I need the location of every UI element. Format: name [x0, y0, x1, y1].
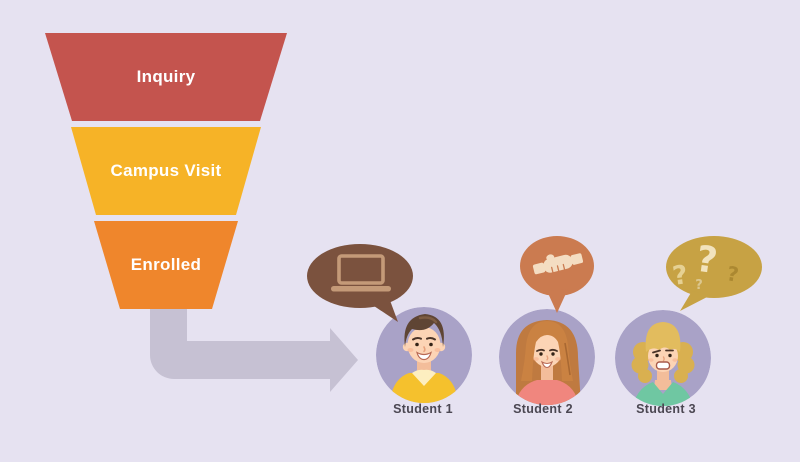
- boy-hair-streak: [418, 316, 438, 324]
- boy-eye: [429, 342, 433, 347]
- girl3-chest: [654, 380, 672, 390]
- bubble-tail: [368, 295, 398, 322]
- handshake-icon: [532, 253, 584, 275]
- girl2-eye: [551, 352, 555, 356]
- boy-blush: [434, 348, 441, 352]
- bubble-body: [666, 236, 762, 298]
- girl3-nose: [662, 356, 665, 362]
- funnel-stage-enrolled-shape: [94, 221, 238, 309]
- avatar-student-3: [615, 310, 711, 406]
- girl2-top: [515, 380, 579, 405]
- boy-eye: [415, 342, 419, 347]
- girl2-eye: [539, 352, 543, 356]
- question-mark: ?: [671, 260, 690, 292]
- funnel-diagram: [45, 33, 287, 309]
- girl3-blush: [648, 358, 654, 362]
- laptop-icon: [331, 254, 391, 292]
- speech-bubble-student-1: [307, 244, 413, 322]
- boy-eyebrow: [426, 337, 436, 341]
- girl2-hair-front: [521, 321, 573, 381]
- avatar-student-1: [376, 307, 472, 403]
- boy-face: [407, 327, 441, 363]
- girl2-eyebrow: [549, 348, 558, 352]
- girl2-nose: [546, 355, 549, 361]
- flow-arrow: [150, 308, 358, 392]
- girl2-blush: [533, 357, 539, 361]
- bubble-tail: [680, 291, 711, 311]
- boy-smile: [416, 351, 432, 361]
- boy-hair: [404, 314, 444, 347]
- girl2-eyebrow: [536, 348, 545, 352]
- question-mark: ?: [725, 261, 741, 287]
- girl2-smile: [540, 360, 554, 369]
- girl2-neck: [541, 363, 553, 381]
- funnel-stage-inquiry-shape: [45, 33, 287, 121]
- girl3-bangs: [645, 322, 681, 352]
- girl2-blush: [555, 357, 561, 361]
- avatar-student-2: [499, 309, 595, 405]
- boy-blush: [407, 348, 414, 352]
- bubble-tail: [547, 289, 568, 313]
- boy-eyebrow: [412, 337, 422, 341]
- girl2-hair-strand: [564, 342, 571, 376]
- question-mark: ?: [695, 278, 703, 293]
- boy-collar: [412, 369, 436, 386]
- girl3-gritted-mouth: [655, 361, 671, 370]
- funnel-stage-campus-visit-shape: [71, 127, 261, 215]
- girl2-face: [531, 333, 563, 367]
- bubble-body: [307, 244, 413, 308]
- girl3-eye: [655, 353, 659, 358]
- boy-sweater: [390, 373, 458, 403]
- girl3-top: [633, 382, 693, 406]
- speech-bubble-student-2: [520, 236, 594, 313]
- girl3-blush: [672, 358, 678, 362]
- boy-nose: [423, 346, 426, 353]
- speech-bubble-student-3: ? ? ? ?: [666, 236, 762, 311]
- question-marks-icon: ? ? ? ?: [671, 239, 741, 293]
- girl3-eyebrow: [652, 349, 661, 354]
- girl3-eye: [668, 353, 672, 358]
